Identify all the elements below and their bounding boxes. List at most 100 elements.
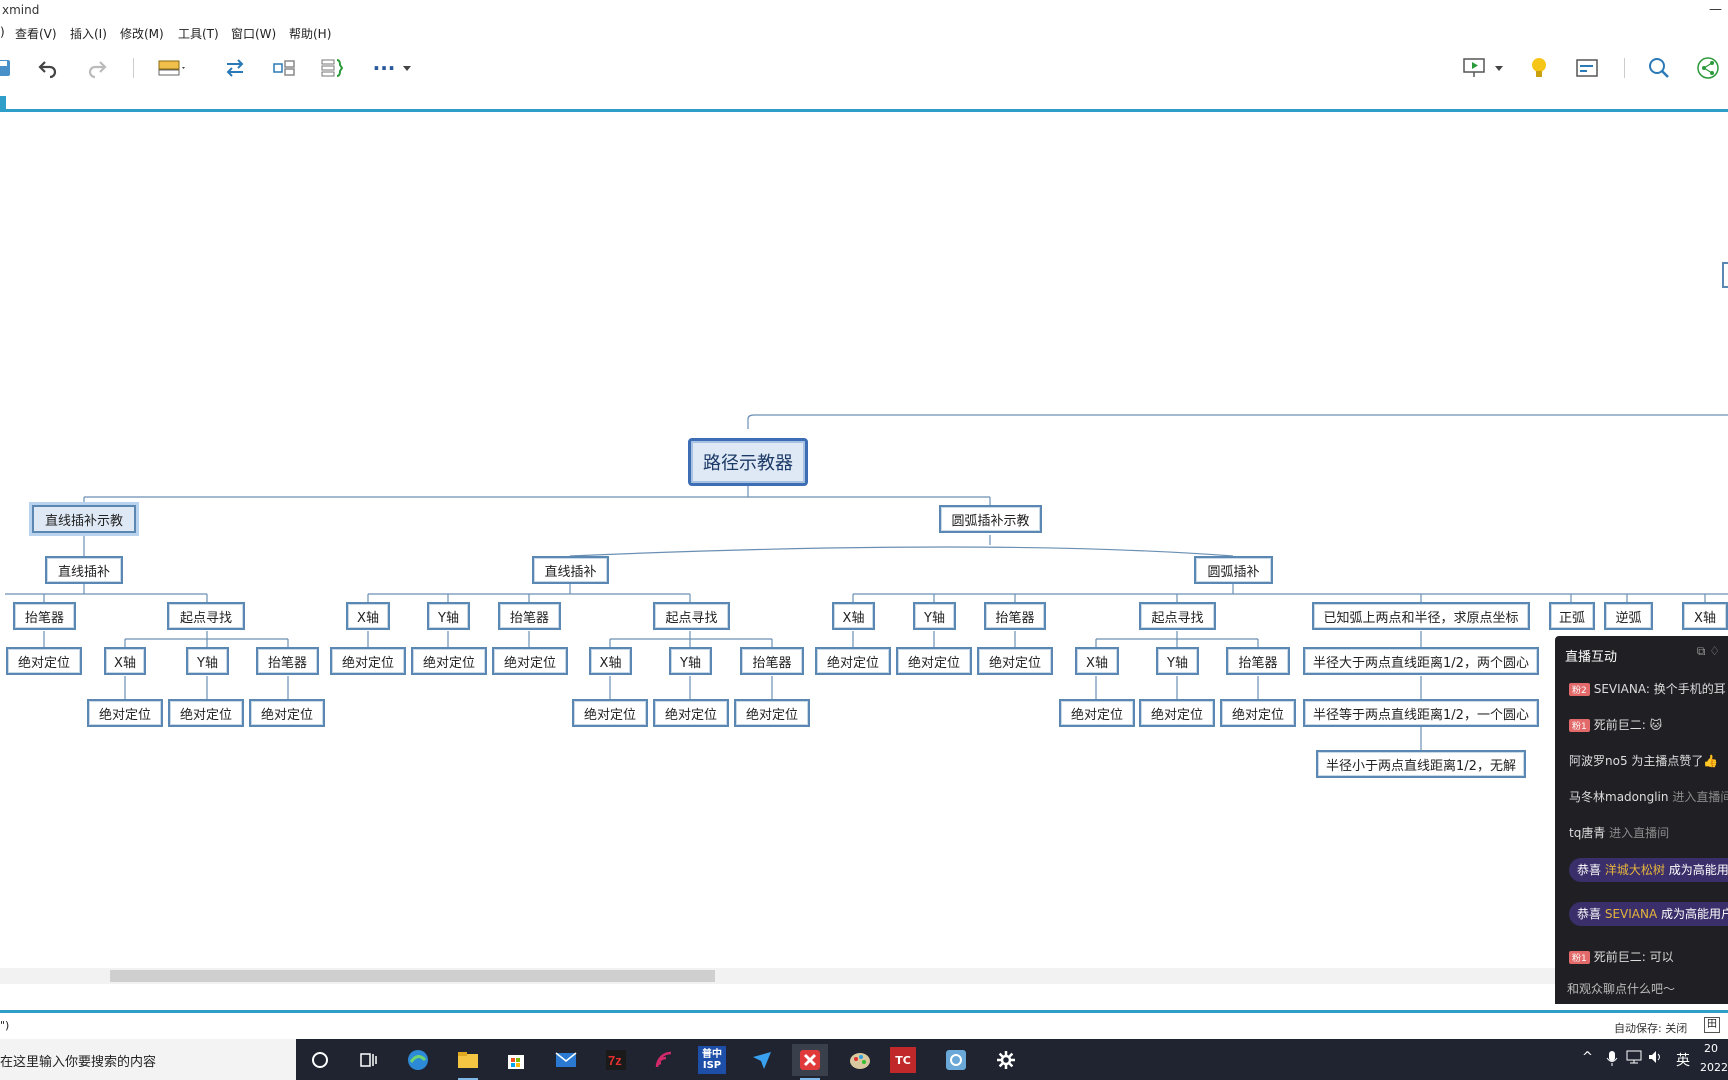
- topic-y-axis[interactable]: Y轴: [669, 647, 712, 675]
- microphone-icon[interactable]: [1606, 1050, 1618, 1070]
- boundary-icon[interactable]: [316, 52, 348, 84]
- share-icon[interactable]: [1692, 52, 1724, 84]
- topic-absolute-position[interactable]: 绝对定位: [87, 699, 163, 727]
- topic-absolute-position[interactable]: 绝对定位: [572, 699, 648, 727]
- topic-radius-equal[interactable]: 半径等于两点直线距离1/2，一个圆心: [1303, 699, 1539, 727]
- topic-pen-lifter[interactable]: 抬笔器: [1226, 647, 1290, 675]
- redo-icon[interactable]: [81, 52, 113, 84]
- topic-start-search[interactable]: 起点寻找: [1139, 602, 1216, 630]
- ime-indicator[interactable]: 英: [1676, 1053, 1690, 1069]
- topic-x-axis[interactable]: X轴: [1075, 647, 1119, 675]
- horizontal-scrollbar[interactable]: [0, 968, 1560, 984]
- relationship-icon[interactable]: [219, 52, 251, 84]
- settings-icon[interactable]: [988, 1044, 1024, 1076]
- summary-icon[interactable]: [268, 52, 300, 84]
- tray-chevron-icon[interactable]: ^: [1582, 1050, 1593, 1065]
- store-icon[interactable]: [498, 1044, 534, 1076]
- chat-popout-icon[interactable]: ⧉ ♢: [1696, 644, 1720, 658]
- scrollbar-thumb[interactable]: [110, 970, 715, 982]
- topic-arc-ccw[interactable]: 逆弧: [1604, 602, 1653, 630]
- feed-icon[interactable]: [646, 1044, 682, 1076]
- topic-absolute-position[interactable]: 绝对定位: [492, 647, 568, 675]
- minimize-button[interactable]: —: [1709, 2, 1722, 17]
- topic-line-interp-teach[interactable]: 直线插补示教: [32, 505, 136, 533]
- menu-view[interactable]: 查看(V): [15, 27, 57, 41]
- topic-absolute-position[interactable]: 绝对定位: [6, 647, 82, 675]
- topic-y-axis[interactable]: Y轴: [186, 647, 229, 675]
- active-sheet-tab[interactable]: [0, 96, 6, 112]
- topic-pen-lifter[interactable]: 抬笔器: [13, 602, 76, 630]
- pdf-icon[interactable]: TC: [890, 1047, 916, 1073]
- topic-pen-lifter[interactable]: 抬笔器: [498, 602, 561, 630]
- feishu-icon[interactable]: [744, 1044, 780, 1076]
- topic-y-axis[interactable]: Y轴: [1156, 647, 1199, 675]
- 7zip-icon[interactable]: 7z: [598, 1044, 634, 1076]
- topic-arc-interp-teach[interactable]: 圆弧插补示教: [939, 505, 1042, 533]
- cortana-icon[interactable]: [302, 1044, 338, 1076]
- presentation-icon[interactable]: [1459, 52, 1491, 84]
- topic-absolute-position[interactable]: 绝对定位: [1220, 699, 1296, 727]
- topic-radius-greater[interactable]: 半径大于两点直线距离1/2，两个圆心: [1303, 647, 1539, 675]
- root-topic[interactable]: 路径示教器: [688, 438, 808, 486]
- topic-arc-interp[interactable]: 圆弧插补: [1194, 556, 1273, 584]
- taskbar-search-input[interactable]: 在这里输入你要搜索的内容: [0, 1039, 296, 1080]
- chat-input[interactable]: 和观众聊点什么吧～: [1567, 982, 1676, 996]
- task-view-icon[interactable]: [350, 1044, 386, 1076]
- topic-absolute-position[interactable]: 绝对定位: [896, 647, 972, 675]
- topic-absolute-position[interactable]: 绝对定位: [168, 699, 244, 727]
- menu-window[interactable]: 窗口(W): [231, 27, 277, 41]
- menu-insert[interactable]: 插入(I): [70, 27, 107, 41]
- topic-radius-less[interactable]: 半径小于两点直线距离1/2，无解: [1316, 750, 1526, 778]
- topic-line-interp[interactable]: 直线插补: [532, 556, 609, 584]
- topic-absolute-position[interactable]: 绝对定位: [411, 647, 487, 675]
- topic-pen-lifter[interactable]: 抬笔器: [984, 602, 1046, 630]
- screenshot-icon[interactable]: [938, 1044, 974, 1076]
- edge-icon[interactable]: [400, 1044, 436, 1076]
- topic-absolute-position[interactable]: 绝对定位: [249, 699, 325, 727]
- topic-arc-cw[interactable]: 正弧: [1549, 602, 1595, 630]
- topic-x-axis[interactable]: X轴: [832, 602, 875, 630]
- topic-x-axis[interactable]: X轴: [1682, 602, 1728, 630]
- more-icon[interactable]: ···: [372, 56, 396, 80]
- network-icon[interactable]: [1626, 1050, 1642, 1068]
- volume-icon[interactable]: [1648, 1050, 1664, 1068]
- topic-known-arc-center[interactable]: 已知弧上两点和半径，求原点坐标: [1312, 602, 1530, 630]
- undo-icon[interactable]: [32, 52, 64, 84]
- topic-absolute-position[interactable]: 绝对定位: [1059, 699, 1135, 727]
- topic-absolute-position[interactable]: 绝对定位: [734, 699, 810, 727]
- topic-y-axis[interactable]: Y轴: [427, 602, 470, 630]
- search-icon[interactable]: [1643, 52, 1675, 84]
- topic-start-search[interactable]: 起点寻找: [653, 602, 730, 630]
- menu-tools[interactable]: 工具(T): [178, 27, 219, 41]
- xmind-icon[interactable]: [792, 1044, 828, 1080]
- topic-start-search[interactable]: 起点寻找: [167, 602, 245, 630]
- topic-icon[interactable]: [155, 52, 187, 84]
- topic-y-axis[interactable]: Y轴: [913, 602, 956, 630]
- grid-toggle-icon[interactable]: 田: [1704, 1017, 1720, 1033]
- mail-icon[interactable]: [548, 1044, 584, 1076]
- isp-icon[interactable]: 普中 ISP: [698, 1046, 726, 1074]
- topic-absolute-position[interactable]: 绝对定位: [815, 647, 891, 675]
- topic-x-axis[interactable]: X轴: [346, 602, 390, 630]
- menu-modify[interactable]: 修改(M): [120, 27, 164, 41]
- autosave-status[interactable]: 自动保存: 关闭: [1614, 1022, 1688, 1035]
- idea-icon[interactable]: [1523, 52, 1555, 84]
- paint-icon[interactable]: [842, 1044, 878, 1076]
- topic-absolute-position[interactable]: 绝对定位: [330, 647, 406, 675]
- clock-date[interactable]: 2022: [1700, 1061, 1728, 1074]
- topic-line-interp[interactable]: 直线插补: [45, 556, 123, 584]
- topic-pen-lifter[interactable]: 抬笔器: [740, 647, 804, 675]
- explorer-icon[interactable]: [450, 1044, 486, 1080]
- topic-absolute-position[interactable]: 绝对定位: [1139, 699, 1215, 727]
- topic-absolute-position[interactable]: 绝对定位: [977, 647, 1053, 675]
- topic-x-axis[interactable]: X轴: [589, 647, 632, 675]
- more-dropdown-icon[interactable]: [400, 52, 414, 84]
- presentation-dropdown-icon[interactable]: [1492, 52, 1506, 84]
- topic-absolute-position[interactable]: 绝对定位: [653, 699, 729, 727]
- save-icon[interactable]: [0, 52, 18, 84]
- mindmap-canvas[interactable]: 路径示教器 直线插补示教 圆弧插补示教 直线插补 直线插补 圆弧插补 抬笔器 起…: [0, 113, 1728, 985]
- topic-pen-lifter[interactable]: 抬笔器: [256, 647, 319, 675]
- clock-time[interactable]: 20: [1704, 1042, 1718, 1055]
- menu-help[interactable]: 帮助(H): [289, 27, 332, 41]
- topic-x-axis[interactable]: X轴: [104, 647, 146, 675]
